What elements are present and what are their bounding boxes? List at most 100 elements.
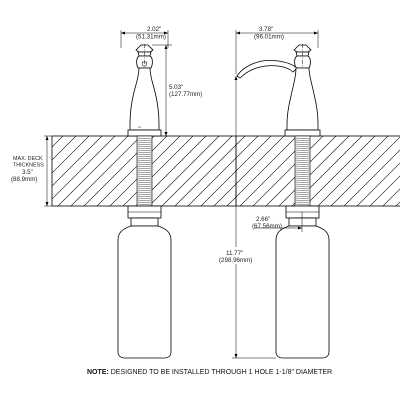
left-height-mm: (127.77mm) <box>169 91 202 98</box>
left-width-in: 2.02" <box>147 26 161 33</box>
right-spout <box>236 60 298 79</box>
thread-line <box>294 169 311 172</box>
thread-line <box>136 145 153 148</box>
hatch-line <box>57 136 129 206</box>
hatch-line <box>395 201 400 206</box>
thread-line <box>294 195 311 198</box>
right-bottle-neck <box>288 217 317 227</box>
thread-line <box>136 177 153 180</box>
thread-line <box>136 159 153 162</box>
thread-line <box>136 197 153 200</box>
hatch-line <box>52 136 116 200</box>
thread-line <box>294 177 311 180</box>
thread-line <box>136 153 153 156</box>
shank-in: 2.66" <box>256 216 270 223</box>
hatch-line <box>252 136 324 206</box>
thread-line <box>294 183 311 186</box>
thread-line <box>136 181 153 184</box>
hatch-line <box>213 136 285 206</box>
hatch-line <box>330 136 400 206</box>
hatch-line <box>343 149 400 206</box>
right-bottle <box>275 225 330 359</box>
thread-line <box>294 187 311 190</box>
thread-line <box>136 141 153 144</box>
left-width-mm: (51.31mm) <box>136 34 166 41</box>
counter-deck <box>51 135 400 207</box>
thread-line <box>294 165 311 168</box>
left-dispenser-body <box>129 67 160 131</box>
left-bottle <box>117 225 172 359</box>
thread-line <box>136 199 153 202</box>
hatch-line <box>356 162 400 206</box>
thread-line <box>136 163 153 166</box>
hatch-line <box>52 136 77 161</box>
thread-line <box>136 149 153 152</box>
thread-line <box>294 173 311 176</box>
thread-line <box>136 173 153 176</box>
thread-line <box>136 183 153 186</box>
thread-line <box>294 171 311 174</box>
thread-line <box>294 143 311 146</box>
deck-mm: (88.9mm) <box>11 176 37 183</box>
thread-line <box>136 175 153 178</box>
thread-line <box>136 143 153 146</box>
deck-label-1: MAX. DECK <box>13 156 43 162</box>
deck-label-2: THICKNESS <box>13 163 44 169</box>
thread-line <box>294 157 311 160</box>
right-dispenser <box>236 44 330 359</box>
left-dispenser: ▪▪▪ <box>117 44 172 359</box>
hatch-line <box>369 175 400 206</box>
thread-line <box>294 149 311 152</box>
installation-note: NOTE: DESIGNED TO BE INSTALLED THROUGH 1… <box>87 369 332 376</box>
thread-line <box>294 203 311 206</box>
thread-line <box>294 191 311 194</box>
thread-line <box>294 159 311 162</box>
thread-line <box>136 157 153 160</box>
thread-line <box>136 171 153 174</box>
hatch-line <box>304 136 376 206</box>
deck-in: 3.5" <box>22 169 33 176</box>
thread-line <box>294 193 311 196</box>
thread-line <box>136 147 153 150</box>
hatch-line <box>161 136 233 206</box>
hatch-line <box>174 136 246 206</box>
thread-line <box>294 175 311 178</box>
dim-left-height: 5.03" (127.77mm) <box>152 44 202 136</box>
total-in: 11.77" <box>226 250 243 257</box>
thread-line <box>136 151 153 154</box>
deck-outline <box>51 135 400 207</box>
dim-shank: 2.66" (67.56mm) <box>252 212 303 232</box>
thread-line <box>294 185 311 188</box>
hatch-line <box>52 136 90 174</box>
dim-right-width: 3.78" (96.01mm) <box>235 26 319 74</box>
thread-line <box>136 137 153 140</box>
thread-line <box>294 153 311 156</box>
thread-line <box>294 163 311 166</box>
thread-line <box>136 185 153 188</box>
thread-line <box>294 145 311 148</box>
thread-line <box>294 189 311 192</box>
thread-line <box>136 179 153 182</box>
note-text: DESIGNED TO BE INSTALLED THROUGH 1 HOLE … <box>109 369 332 376</box>
thread-line <box>136 161 153 164</box>
thread-line <box>294 197 311 200</box>
hatch-line <box>226 136 298 206</box>
thread-line <box>136 203 153 206</box>
right-dispenser-body <box>286 67 319 131</box>
shank-mm: (67.56mm) <box>252 223 282 230</box>
right-width-in: 3.78" <box>259 26 273 33</box>
left-pump-head <box>135 44 154 70</box>
thread-line <box>136 165 153 168</box>
thread-line <box>136 167 153 170</box>
left-threaded-shank <box>136 135 153 207</box>
left-height-in: 5.03" <box>169 84 183 91</box>
thread-line <box>294 151 311 154</box>
thread-line <box>136 189 153 192</box>
thread-line <box>136 155 153 158</box>
thread-line <box>136 169 153 172</box>
deck-hatching <box>52 136 400 206</box>
thread-line <box>294 179 311 182</box>
right-pump-head <box>293 44 312 70</box>
thread-line <box>294 137 311 140</box>
